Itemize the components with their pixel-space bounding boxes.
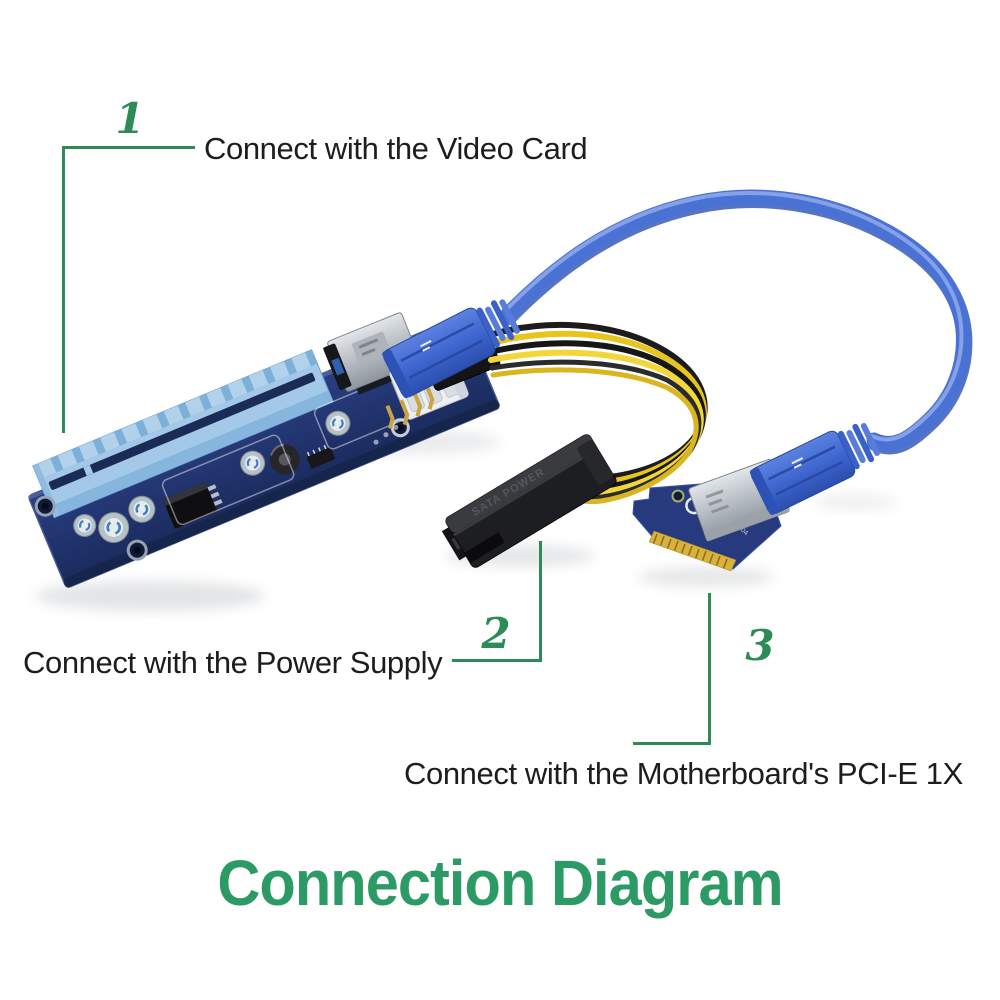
gold-through-pins [385,385,435,429]
leader-3-vertical [708,593,711,745]
leader-3-horizontal [633,742,711,745]
leader-2-vertical [539,541,542,662]
usb3-cable-blue [506,193,964,446]
annotation-label-power-supply: Connect with the Power Supply [23,645,443,680]
usb3-plug-right [749,423,880,515]
card-screw-hole [671,489,685,503]
annotation-number-3: 3 [745,621,775,670]
diagram-title: Connection Diagram [217,847,783,919]
annotation-number-2: 2 [481,609,511,658]
sata-power-connector: SATA POWER [441,434,617,568]
leader-1-horizontal [62,146,195,149]
annotation-label-motherboard-pcie: Connect with the Motherboard's PCI-E 1X [404,756,963,791]
mosfet-chip [162,481,223,529]
screw-holes [34,418,410,561]
toroid-inductor [269,443,300,475]
regulator-ic [306,444,336,469]
gold-edge-fingers [648,530,737,572]
usb3-plug-left [382,299,520,399]
pcie-x16-slot [32,349,334,519]
annotation-number-1: 1 [115,94,145,143]
annotation-label-video-card: Connect with the Video Card [204,131,588,166]
leader-2-horizontal [452,659,542,662]
leader-1-vertical [62,146,65,433]
capacitors [73,410,351,543]
